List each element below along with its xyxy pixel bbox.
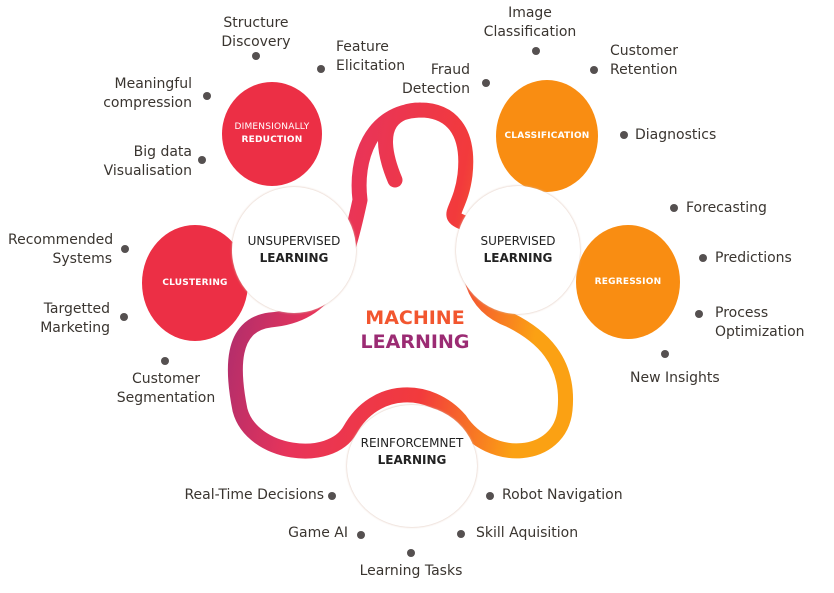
item-line: Fraud	[430, 62, 470, 78]
ribbon-path	[227, 102, 574, 459]
item-targetted-marketing: Targetted Marketing	[20, 300, 110, 338]
item-line: Detection	[401, 81, 470, 97]
title-line1: MACHINE	[365, 307, 465, 329]
item-line: Classification	[483, 24, 577, 40]
item-line: Big data	[133, 144, 192, 160]
item-line: Forecasting	[686, 200, 767, 216]
bullet-dot	[620, 131, 628, 139]
item-skill-aquisition: Skill Aquisition	[476, 524, 578, 543]
bullet-dot	[198, 156, 206, 164]
item-recommended-systems: Recommended Systems	[8, 231, 114, 269]
main-title: MACHINE LEARNING	[350, 306, 480, 354]
title-line2: LEARNING	[360, 331, 470, 353]
item-line: Recommended	[8, 232, 114, 248]
item-line: Diagnostics	[635, 127, 717, 143]
unsupervised-learning-hub: UNSUPERVISED LEARNING	[232, 187, 356, 313]
item-line: Learning Tasks	[359, 563, 463, 579]
supervised-learning-hub: SUPERVISED LEARNING	[456, 186, 580, 314]
reinforcement-learning-hub: REINFORCEMNET LEARNING	[347, 405, 477, 527]
item-line: Skill Aquisition	[476, 525, 579, 541]
item-line: Visualisation	[103, 163, 192, 179]
bullet-dot	[120, 313, 128, 321]
bullet-dot	[357, 531, 365, 539]
bullet-dot	[407, 549, 415, 557]
dimensionality-reduction-bubble: DIMENSIONALLY REDUCTION	[222, 82, 322, 186]
item-line: Segmentation	[116, 390, 216, 406]
item-game-ai: Game AI	[270, 524, 348, 543]
item-line: Retention	[610, 62, 678, 78]
reinforcement-line1: REINFORCEMNET	[360, 436, 464, 450]
supervised-line1: SUPERVISED	[480, 234, 556, 248]
item-customer-segmentation: Customer Segmentation	[116, 370, 216, 408]
item-diagnostics: Diagnostics	[635, 126, 716, 145]
item-line: Process	[715, 305, 769, 321]
item-line: Feature	[336, 39, 389, 55]
bullet-dot	[695, 310, 703, 318]
dimensionality-line1: DIMENSIONALLY	[234, 122, 310, 132]
bullet-dot	[121, 245, 129, 253]
item-line: Optimization	[715, 324, 805, 340]
item-fraud-detection: Fraud Detection	[400, 61, 470, 99]
regression-bubble: REGRESSION	[576, 225, 680, 339]
bullet-dot	[317, 65, 325, 73]
bullet-dot	[457, 530, 465, 538]
item-line: Real-Time Decisions	[184, 487, 324, 503]
item-line: Structure	[223, 15, 289, 31]
bullet-dot	[699, 254, 707, 262]
item-customer-retention: Customer Retention	[610, 42, 678, 80]
regression-label: REGRESSION	[594, 276, 662, 287]
supervised-line2: LEARNING	[483, 251, 553, 265]
item-real-time-decisions: Real-Time Decisions	[160, 486, 324, 505]
item-line: Systems	[52, 251, 113, 267]
bullet-dot	[252, 52, 260, 60]
item-image-classification: Image Classification	[480, 4, 580, 42]
item-line: Targetted	[43, 301, 110, 317]
item-line: Meaningful	[114, 76, 193, 92]
bullet-dot	[161, 357, 169, 365]
item-line: Predictions	[715, 250, 792, 266]
item-robot-navigation: Robot Navigation	[502, 486, 623, 505]
bullet-dot	[482, 79, 490, 87]
bullet-dot	[486, 492, 494, 500]
item-feature-elicitation: Feature Elicitation	[336, 38, 405, 76]
item-meaningful-compression: Meaningful compression	[100, 75, 192, 113]
classification-label: CLASSIFICATION	[504, 130, 590, 141]
unsupervised-line2: LEARNING	[259, 251, 329, 265]
item-line: Customer	[610, 43, 679, 59]
item-learning-tasks: Learning Tasks	[350, 562, 472, 581]
item-process-optimization: Process Optimization	[715, 304, 805, 342]
item-line: New Insights	[630, 370, 720, 386]
item-line: Game AI	[288, 525, 348, 541]
item-line: compression	[103, 95, 192, 111]
item-predictions: Predictions	[715, 249, 792, 268]
bullet-dot	[203, 92, 211, 100]
bullet-dot	[532, 47, 540, 55]
item-line: Customer	[131, 371, 200, 387]
bullet-dot	[590, 66, 598, 74]
bullet-dot	[670, 204, 678, 212]
item-line: Discovery	[221, 34, 291, 50]
unsupervised-line1: UNSUPERVISED	[247, 234, 341, 248]
item-line: Image	[508, 5, 552, 21]
classification-bubble: CLASSIFICATION	[496, 80, 598, 192]
item-forecasting: Forecasting	[686, 199, 767, 218]
reinforcement-line2: LEARNING	[377, 453, 447, 467]
dimensionality-line2: REDUCTION	[241, 135, 303, 145]
item-line: Robot Navigation	[502, 487, 623, 503]
bullet-dot	[328, 492, 336, 500]
clustering-bubble: CLUSTERING	[142, 225, 248, 341]
bullet-dot	[661, 350, 669, 358]
item-line: Elicitation	[336, 58, 406, 74]
item-big-data-visualisation: Big data Visualisation	[96, 143, 192, 181]
item-line: Marketing	[40, 320, 110, 336]
clustering-label: CLUSTERING	[162, 277, 228, 288]
item-new-insights: New Insights	[630, 369, 720, 388]
item-structure-discovery: Structure Discovery	[214, 14, 298, 52]
